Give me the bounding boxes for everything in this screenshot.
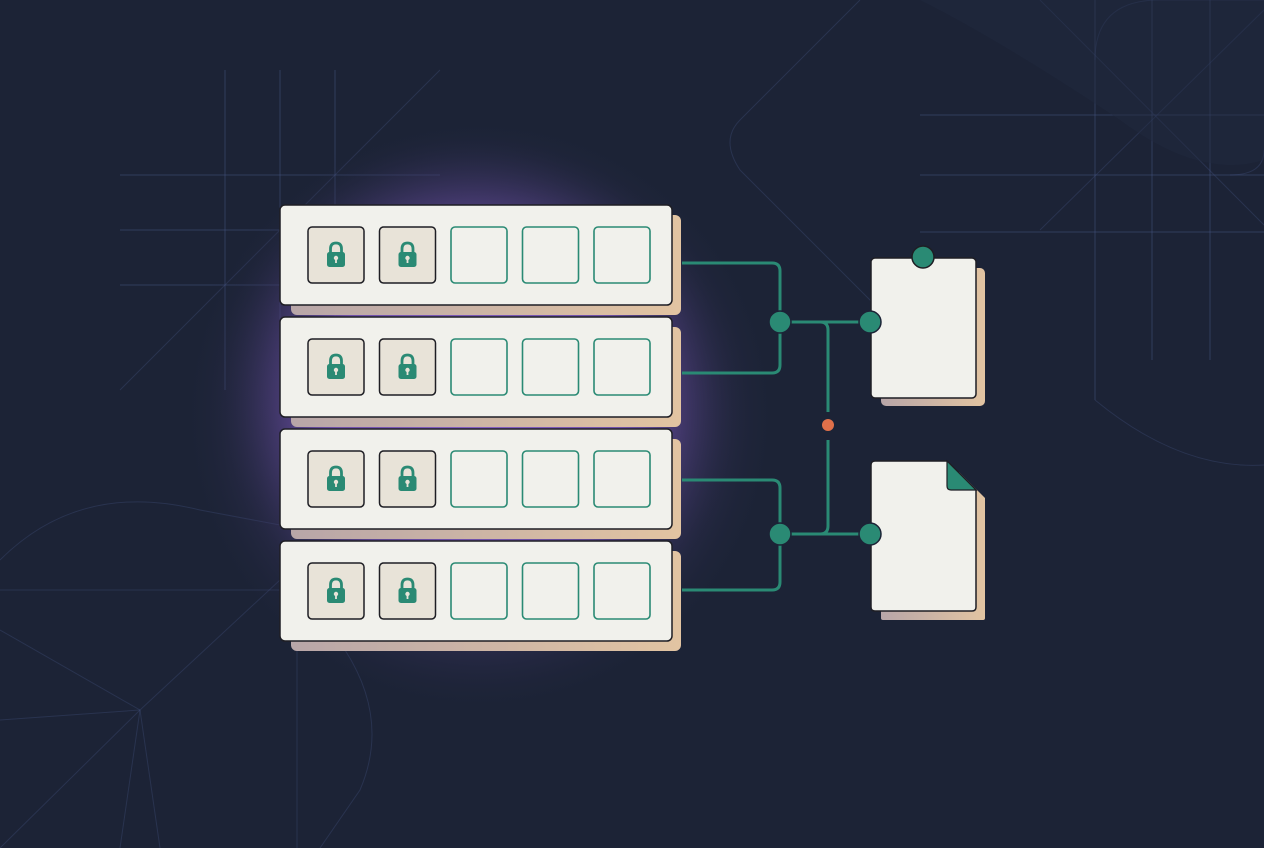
- open-slot: [593, 226, 651, 284]
- connected-items: [870, 245, 985, 620]
- open-slot: [521, 562, 580, 620]
- lock-icon: [400, 241, 415, 253]
- grid-line: [0, 629, 141, 711]
- locked-slot: [307, 338, 365, 396]
- grid-diamond: [729, 0, 881, 311]
- storage-stack: [279, 204, 681, 651]
- locked-slot: [307, 450, 365, 508]
- lock-keyhole: [406, 258, 409, 263]
- lock-icon: [329, 465, 343, 477]
- document-card: [870, 460, 977, 612]
- connector-node: [768, 310, 792, 334]
- connector-nodes: [768, 310, 882, 546]
- lock-keyhole: [406, 594, 409, 599]
- open-slot: [593, 562, 651, 620]
- grid-line: [1039, 0, 1264, 226]
- open-slot: [450, 226, 508, 284]
- locked-slot: [307, 562, 365, 620]
- lock-icon: [329, 241, 343, 253]
- lock-keyhole: [335, 482, 337, 487]
- open-slot: [450, 450, 508, 508]
- storage-row: [279, 540, 681, 651]
- storage-row: [279, 316, 681, 427]
- lock-icon: [329, 353, 343, 365]
- grid-line: [1039, 9, 1264, 231]
- document-icon: [870, 459, 985, 620]
- grid-arc: [1094, 399, 1264, 466]
- lock-keyhole: [335, 594, 337, 599]
- clipboard-clip: [911, 245, 935, 269]
- storage-row: [279, 428, 681, 539]
- locked-slot: [307, 226, 365, 284]
- grid-arc: [0, 501, 281, 561]
- storage-row: [279, 204, 681, 315]
- grid-line: [139, 709, 161, 848]
- lock-keyhole: [406, 482, 409, 487]
- open-slot: [521, 338, 580, 396]
- document-fold: [946, 459, 978, 491]
- lock-icon: [400, 577, 415, 589]
- grid-line: [119, 709, 141, 848]
- lock-keyhole: [335, 370, 337, 375]
- open-slot: [593, 338, 651, 396]
- open-slot: [521, 450, 580, 508]
- clipboard-card: [870, 257, 977, 399]
- lock-icon: [400, 465, 415, 477]
- connector-node: [768, 522, 792, 546]
- open-slot: [450, 562, 508, 620]
- grid-arc: [1094, 0, 1264, 61]
- open-slot: [521, 226, 580, 284]
- grid-line: [0, 709, 141, 721]
- grid-line: [0, 709, 141, 848]
- clipboard-icon: [870, 245, 985, 406]
- locked-slot: [378, 226, 437, 284]
- locked-slot: [378, 562, 437, 620]
- lock-icon: [329, 577, 343, 589]
- connector-node: [858, 310, 882, 334]
- lock-icon: [400, 353, 415, 365]
- open-slot: [593, 450, 651, 508]
- open-slot: [450, 338, 508, 396]
- wire-bridge-bottom: [819, 440, 830, 536]
- lock-keyhole: [406, 370, 409, 375]
- wire-bridge-top: [819, 320, 830, 412]
- locked-slot: [378, 450, 437, 508]
- junction-dot: [822, 419, 834, 431]
- connector-node: [858, 522, 882, 546]
- lock-keyhole: [335, 258, 337, 263]
- bg-shape: [860, 0, 1264, 165]
- locked-slot: [378, 338, 437, 396]
